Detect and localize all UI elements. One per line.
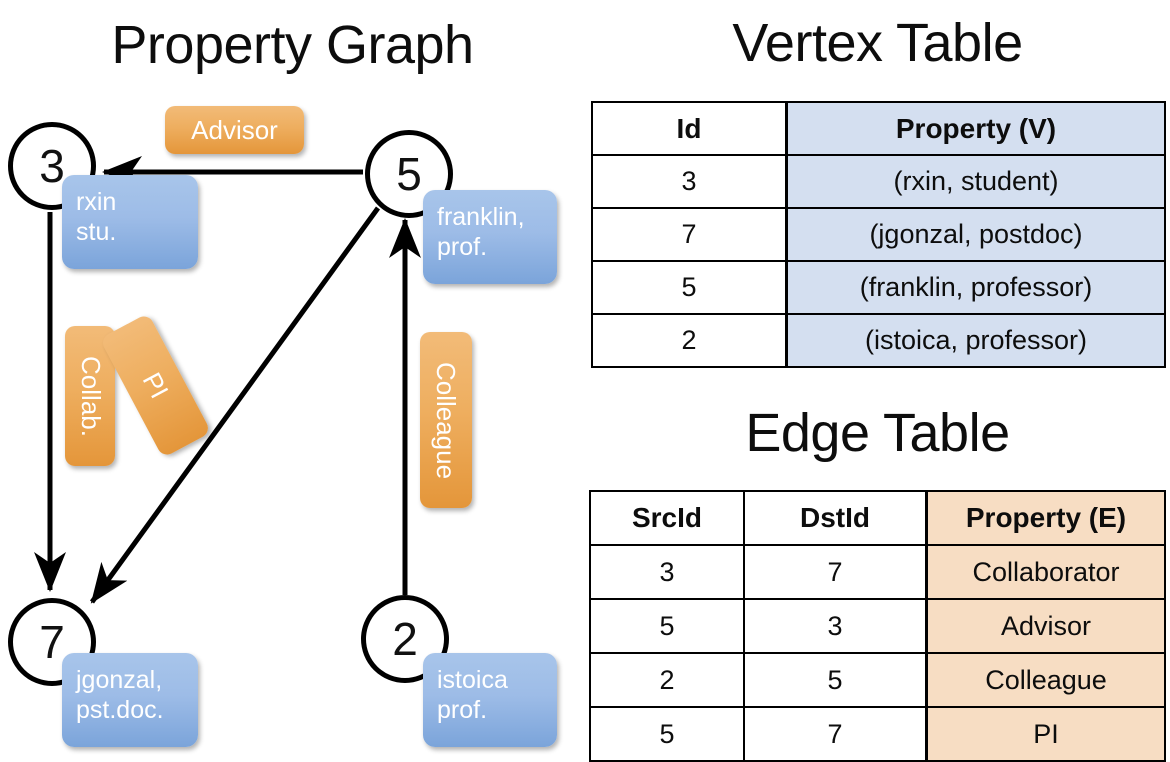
node-property-box-3: rxin stu.: [62, 175, 198, 269]
edge-cell-dstid: 7: [743, 706, 928, 762]
node-property-line: pst.doc.: [76, 696, 164, 724]
node-property-line: rxin: [76, 188, 117, 216]
edge-table-header-dstid: DstId: [743, 490, 928, 546]
edge-label-text: PI: [136, 367, 175, 404]
table-row[interactable]: 5 (franklin, professor): [591, 260, 1166, 315]
node-property-line: stu.: [76, 218, 117, 246]
property-graph-diagram: 3 5 7 2 rxin stu. franklin, prof. jgonza…: [0, 90, 585, 760]
table-row[interactable]: 5 3 Advisor: [589, 598, 1166, 654]
page-title-edge-table: Edge Table: [745, 403, 1010, 463]
vertex-table-header-property: Property (V): [785, 101, 1166, 156]
node-property-line: franklin,: [437, 203, 525, 231]
table-header-row: Id Property (V): [591, 101, 1166, 156]
vertex-cell-property: (jgonzal, postdoc): [785, 207, 1166, 262]
graph-edge-arrows: [34, 156, 421, 604]
table-row[interactable]: 2 (istoica, professor): [591, 313, 1166, 368]
edge-cell-dstid: 3: [743, 598, 928, 654]
edge-label-colleague: Colleague: [420, 332, 472, 508]
edge-cell-property: Collaborator: [925, 544, 1166, 600]
edge-table-header-property: Property (E): [925, 490, 1166, 546]
node-property-line: istoica: [437, 666, 508, 694]
edge-cell-srcid: 5: [589, 706, 745, 762]
edge-label-text: Advisor: [191, 114, 278, 145]
edge-cell-dstid: 5: [743, 652, 928, 708]
edge-label-text: Collab.: [75, 355, 106, 437]
table-header-row: SrcId DstId Property (E): [589, 490, 1166, 546]
edge-arrow-pi: [89, 206, 381, 604]
node-property-box-2: istoica prof.: [423, 653, 557, 747]
edge-label-advisor: Advisor: [165, 106, 304, 154]
edge-cell-srcid: 2: [589, 652, 745, 708]
edge-cell-property: Advisor: [925, 598, 1166, 654]
vertex-cell-id: 3: [591, 154, 788, 209]
edge-cell-srcid: 3: [589, 544, 745, 600]
vertex-cell-id: 7: [591, 207, 788, 262]
vertex-cell-id: 2: [591, 313, 788, 368]
edge-cell-srcid: 5: [589, 598, 745, 654]
edge-cell-dstid: 7: [743, 544, 928, 600]
vertex-cell-id: 5: [591, 260, 788, 315]
node-property-box-7: jgonzal, pst.doc.: [62, 653, 198, 747]
node-property-box-5: franklin, prof.: [423, 190, 557, 284]
vertex-cell-property: (franklin, professor): [785, 260, 1166, 315]
graph-node-5[interactable]: 5: [365, 130, 453, 218]
edge-table: SrcId DstId Property (E) 3 7 Collaborato…: [589, 490, 1166, 762]
edge-table-header-srcid: SrcId: [589, 490, 745, 546]
page-title-vertex-table: Vertex Table: [732, 13, 1023, 73]
node-property-line: jgonzal,: [76, 666, 163, 694]
table-row[interactable]: 3 7 Collaborator: [589, 544, 1166, 600]
node-property-line: prof.: [437, 233, 488, 261]
vertex-table-header-id: Id: [591, 101, 788, 156]
table-row[interactable]: 5 7 PI: [589, 706, 1166, 762]
vertex-cell-property: (istoica, professor): [785, 313, 1166, 368]
table-row[interactable]: 7 (jgonzal, postdoc): [591, 207, 1166, 262]
graph-node-3[interactable]: 3: [8, 122, 96, 210]
node-property-line: prof.: [437, 696, 488, 724]
vertex-table: Id Property (V) 3 (rxin, student) 7 (jgo…: [591, 101, 1166, 368]
table-row[interactable]: 3 (rxin, student): [591, 154, 1166, 209]
table-row[interactable]: 2 5 Colleague: [589, 652, 1166, 708]
page-title-property-graph: Property Graph: [111, 15, 474, 75]
edge-cell-property: PI: [925, 706, 1166, 762]
edge-cell-property: Colleague: [925, 652, 1166, 708]
vertex-cell-property: (rxin, student): [785, 154, 1166, 209]
edge-label-text: Colleague: [431, 361, 462, 479]
